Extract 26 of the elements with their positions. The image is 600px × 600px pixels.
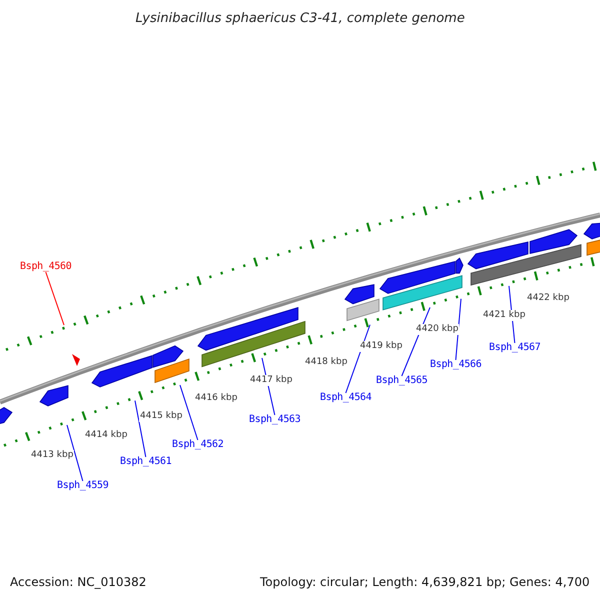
gene-name: Bsph_4564 [320,393,372,403]
gene-name: Bsph_4559 [57,481,108,491]
footer-text: Accession: NC_010382 [10,576,146,588]
gene-name: Bsph_4563 [249,415,300,425]
position-label: 4420 kbp [415,324,460,335]
leader-line [134,400,146,458]
position-label: 4414 kbp [84,430,128,441]
position-label: 4422 kbp [526,293,570,304]
position-label: 4418 kbp [304,357,348,368]
gene-name: Bsph_4561 [120,457,172,467]
gene-name: Bsph_4566 [430,360,482,370]
gene-name: Bsph_4562 [172,440,224,450]
position-label: 4419 kbp [359,341,404,352]
position-label: 4421 kbp [482,310,526,321]
gene-name: Bsph_4560 [20,262,72,272]
position-label: 4417 kbp [249,375,294,386]
gene-name: Bsph_4565 [376,376,428,386]
position-label: 4416 kbp [194,393,238,404]
leader-line [180,384,198,440]
gene-name: Bsph_4567 [489,343,540,353]
footer-text: Topology: circular; Length: 4,639,821 bp; Genes: 4,700 [260,576,590,588]
title: Lysinibacillus sphaericus C3-41, complete genome [136,12,465,25]
leader-line [66,424,84,482]
position-label: 4413 kbp [30,450,74,461]
position-label: 4415 kbp [139,411,184,422]
leader-line [45,272,64,326]
